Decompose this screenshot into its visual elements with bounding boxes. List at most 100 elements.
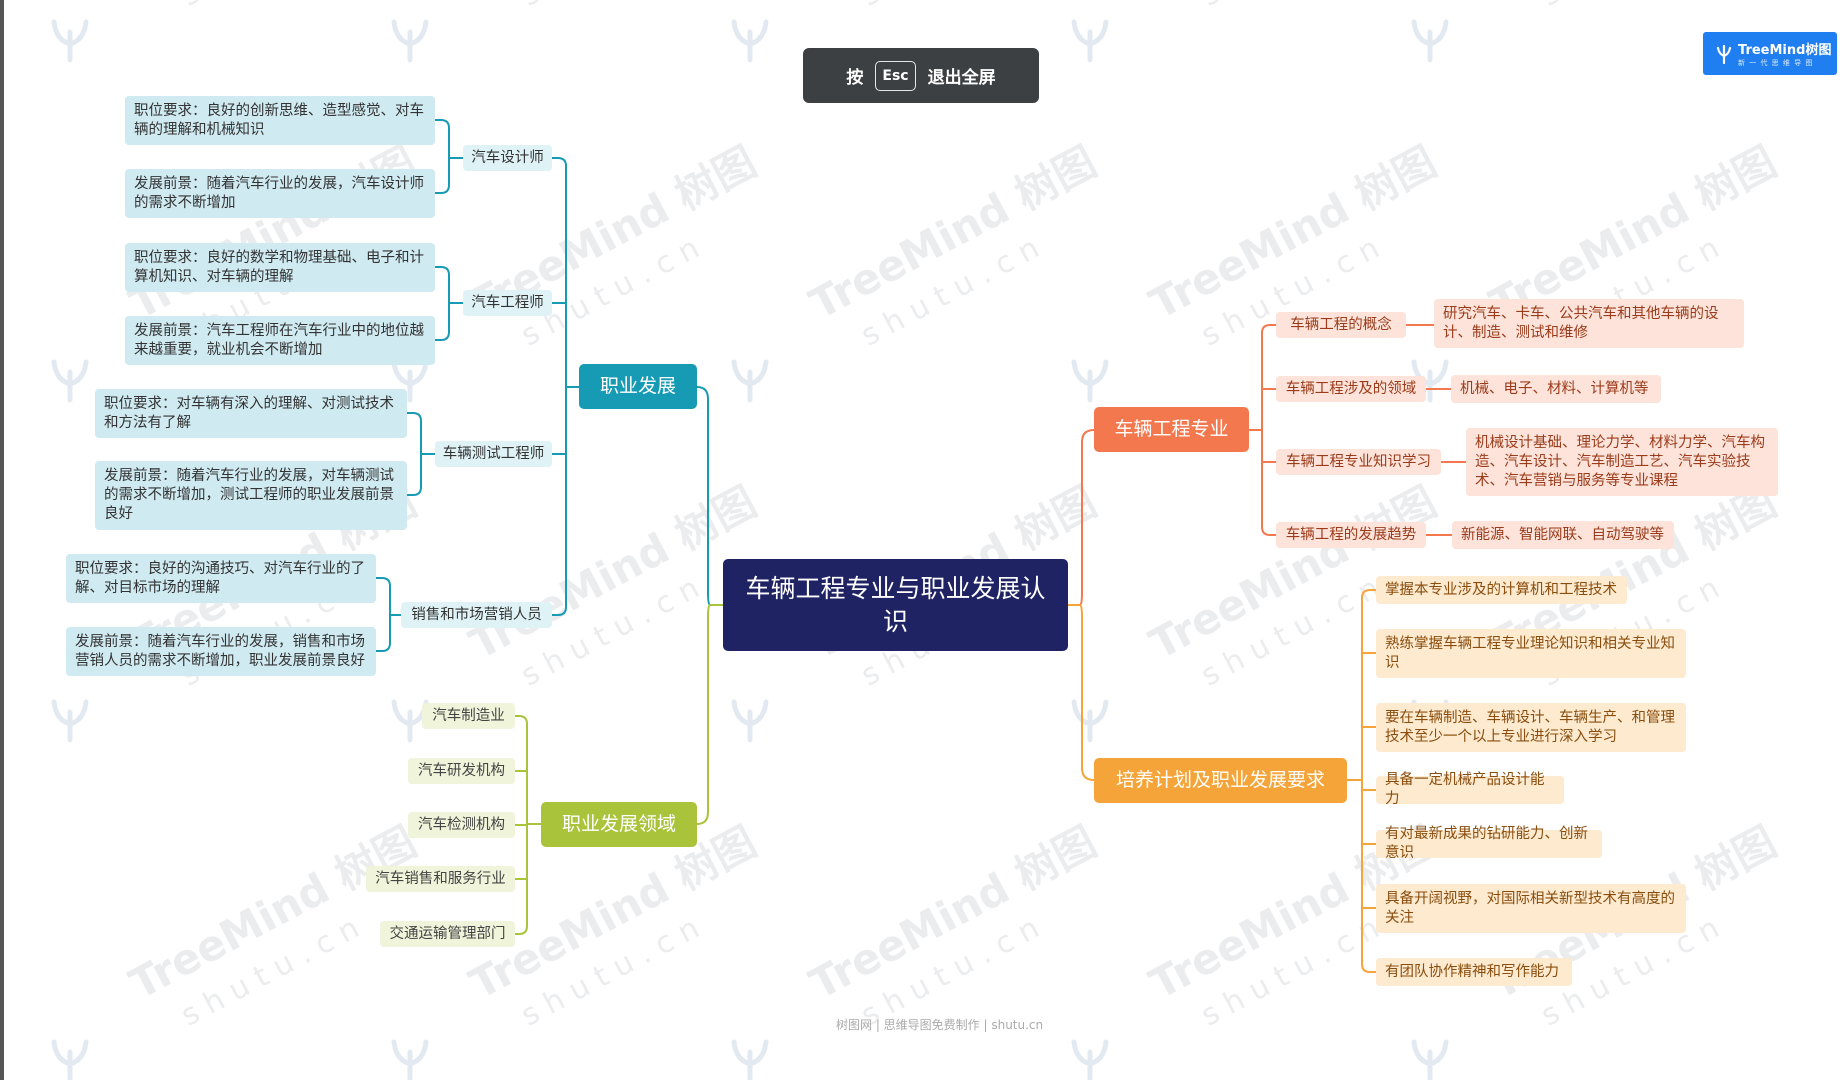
role-requirement[interactable]: 职位要求：良好的创新思维、造型感觉、对车辆的理解和机械知识 [125, 96, 435, 145]
root-topic[interactable]: 车辆工程专业与职业发展认识 [723, 559, 1068, 651]
role-label: 车辆测试工程师 [442, 445, 545, 462]
link-root-major [1068, 429, 1095, 606]
plan-item[interactable]: 有对最新成果的钻研能力、创新意识 [1376, 826, 1602, 861]
plan-item[interactable]: 具备一定机械产品设计能力 [1376, 772, 1564, 807]
topic-label: 车辆工程专业知识学习 [1286, 453, 1431, 470]
link-role-leaves [376, 642, 391, 652]
field-label: 汽车检测机构 [418, 816, 505, 833]
link-root-field [696, 604, 723, 825]
link-root-career [696, 386, 723, 606]
role-sales-marketing[interactable]: 销售和市场营销人员 [401, 602, 552, 628]
major-topic[interactable]: 车辆工程涉及的领域 [1276, 376, 1426, 402]
branch-career-development[interactable]: 职业发展 [579, 364, 697, 409]
link-role-leaves [435, 331, 450, 341]
topic-label: 车辆工程涉及的领域 [1285, 380, 1417, 397]
link-major-topics [1261, 324, 1276, 334]
press-label: 按 [846, 68, 864, 88]
role-car-engineer[interactable]: 汽车工程师 [463, 290, 552, 316]
logo-text: TreeMind树图 新 一 代 思 维 导 图 [1738, 39, 1831, 68]
branch-label: 职业发展 [599, 375, 676, 397]
link-role-leaves [435, 119, 450, 129]
role-prospect[interactable]: 发展前景：汽车工程师在汽车行业中的地位越来越重要，就业机会不断增加 [125, 316, 435, 365]
plan-item[interactable]: 具备开阔视野，对国际相关新型技术有高度的关注 [1376, 884, 1686, 933]
role-label: 汽车设计师 [471, 149, 544, 166]
link-major-topics [1261, 526, 1276, 536]
branch-career-fields[interactable]: 职业发展领域 [541, 802, 697, 847]
window-edge [0, 0, 4, 1080]
tree-logo-icon [1716, 44, 1732, 64]
field-item[interactable]: 汽车研发机构 [408, 758, 515, 784]
treemind-logo[interactable]: TreeMind树图 新 一 代 思 维 导 图 [1703, 32, 1837, 75]
major-topic-detail[interactable]: 机械设计基础、理论力学、材料力学、汽车构造、汽车设计、汽车制造工艺、汽车实验技术… [1466, 428, 1778, 496]
link-role-leaves [435, 266, 450, 276]
role-requirement[interactable]: 职位要求：良好的数学和物理基础、电子和计算机知识、对车辆的理解 [125, 243, 435, 292]
footer-credit: 树图网 | 思维导图免费制作 | shutu.cn [836, 1018, 1044, 1032]
role-prospect[interactable]: 发展前景：随着汽车行业的发展，对车辆测试的需求不断增加，测试工程师的职业发展前景… [95, 461, 407, 530]
leaf-text: 研究汽车、卡车、公共汽车和其他车辆的设计、制造、测试和维修 [1443, 305, 1719, 341]
link-role-leaves [435, 184, 450, 194]
field-label: 汽车研发机构 [418, 762, 505, 779]
leaf-text: 职位要求：良好的创新思维、造型感觉、对车辆的理解和机械知识 [134, 102, 424, 138]
esc-key-icon: Esc [875, 60, 916, 91]
link-career-roles [552, 606, 567, 616]
role-label: 汽车工程师 [471, 294, 544, 311]
leaf-text: 职位要求：对车辆有深入的理解、对测试技术和方法有了解 [104, 395, 394, 431]
major-topic-detail[interactable]: 研究汽车、卡车、公共汽车和其他车辆的设计、制造、测试和维修 [1434, 299, 1744, 348]
logo-tagline: 新 一 代 思 维 导 图 [1738, 59, 1814, 67]
field-item[interactable]: 汽车销售和服务行业 [366, 866, 515, 892]
leaf-text: 要在车辆制造、车辆设计、车辆生产、和管理技术至少一个以上专业进行深入学习 [1385, 709, 1675, 745]
role-vehicle-test-engineer[interactable]: 车辆测试工程师 [435, 441, 552, 467]
root-topic-label: 车辆工程专业与职业发展认识 [745, 574, 1046, 636]
leaf-text: 机械设计基础、理论力学、材料力学、汽车构造、汽车设计、汽车制造工艺、汽车实验技术… [1475, 434, 1765, 489]
leaf-text: 发展前景：汽车工程师在汽车行业中的地位越来越重要，就业机会不断增加 [134, 322, 424, 358]
plan-item[interactable]: 要在车辆制造、车辆设计、车辆生产、和管理技术至少一个以上专业进行深入学习 [1376, 703, 1686, 752]
exit-fullscreen-hint[interactable]: 按 Esc 退出全屏 [803, 48, 1039, 103]
leaf-text: 具备一定机械产品设计能力 [1385, 772, 1545, 807]
leaf-text: 发展前景：随着汽车行业的发展，销售和市场营销人员的需求不断增加，职业发展前景良好 [75, 633, 365, 669]
leaf-text: 职位要求：良好的沟通技巧、对汽车行业的了解、对目标市场的理解 [75, 560, 365, 596]
major-topic-detail[interactable]: 机械、电子、材料、计算机等 [1451, 375, 1661, 403]
role-label: 销售和市场营销人员 [411, 606, 542, 623]
branch-label: 车辆工程专业 [1114, 418, 1229, 440]
role-prospect[interactable]: 发展前景：随着汽车行业的发展，销售和市场营销人员的需求不断增加，职业发展前景良好 [66, 627, 376, 676]
leaf-text: 具备开阔视野，对国际相关新型技术有高度的关注 [1385, 890, 1675, 926]
field-item[interactable]: 交通运输管理部门 [380, 921, 515, 947]
link-field-items [515, 715, 528, 725]
role-requirement[interactable]: 职位要求：对车辆有深入的理解、对测试技术和方法有了解 [95, 389, 407, 438]
link-plan-items [1361, 963, 1376, 973]
leaf-text: 职位要求：良好的数学和物理基础、电子和计算机知识、对车辆的理解 [134, 249, 424, 285]
link-root-plan [1068, 604, 1095, 781]
plan-item[interactable]: 掌握本专业涉及的计算机和工程技术 [1376, 576, 1627, 604]
leaf-text: 发展前景：随着汽车行业的发展，对车辆测试的需求不断增加，测试工程师的职业发展前景… [104, 468, 394, 522]
field-label: 交通运输管理部门 [389, 925, 506, 942]
major-topic[interactable]: 车辆工程的发展趋势 [1276, 522, 1426, 548]
field-label: 汽车制造业 [432, 707, 505, 724]
topic-label: 车辆工程的发展趋势 [1285, 526, 1417, 543]
plan-item[interactable]: 有团队协作精神和写作能力 [1376, 958, 1572, 986]
link-career-roles [552, 157, 567, 167]
major-topic-detail[interactable]: 新能源、智能网联、自动驾驶等 [1452, 521, 1674, 549]
branch-vehicle-engineering-major[interactable]: 车辆工程专业 [1094, 407, 1249, 452]
plan-item[interactable]: 熟练掌握车辆工程专业理论知识和相关专业知识 [1376, 629, 1686, 678]
logo-name: TreeMind树图 [1738, 43, 1832, 58]
field-item[interactable]: 汽车检测机构 [408, 812, 515, 838]
link-field-items [515, 925, 528, 935]
exit-fullscreen-label: 退出全屏 [927, 68, 996, 88]
role-prospect[interactable]: 发展前景：随着汽车行业的发展，汽车设计师的需求不断增加 [125, 169, 435, 218]
field-label: 汽车销售和服务行业 [375, 870, 506, 887]
leaf-text: 有团队协作精神和写作能力 [1385, 963, 1559, 980]
field-item[interactable]: 汽车制造业 [422, 703, 515, 729]
major-topic[interactable]: 车辆工程专业知识学习 [1276, 449, 1441, 475]
leaf-text: 发展前景：随着汽车行业的发展，汽车设计师的需求不断增加 [134, 175, 424, 211]
link-plan-items [1361, 589, 1376, 599]
leaf-text: 新能源、智能网联、自动驾驶等 [1461, 526, 1664, 543]
role-requirement[interactable]: 职位要求：良好的沟通技巧、对汽车行业的了解、对目标市场的理解 [66, 554, 376, 603]
topic-label: 车辆工程的概念 [1290, 316, 1392, 333]
leaf-text: 机械、电子、材料、计算机等 [1460, 380, 1649, 397]
branch-label: 培养计划及职业发展要求 [1115, 769, 1325, 791]
role-car-designer[interactable]: 汽车设计师 [463, 145, 552, 171]
branch-training-plan[interactable]: 培养计划及职业发展要求 [1094, 758, 1347, 803]
major-topic[interactable]: 车辆工程的概念 [1276, 312, 1406, 338]
